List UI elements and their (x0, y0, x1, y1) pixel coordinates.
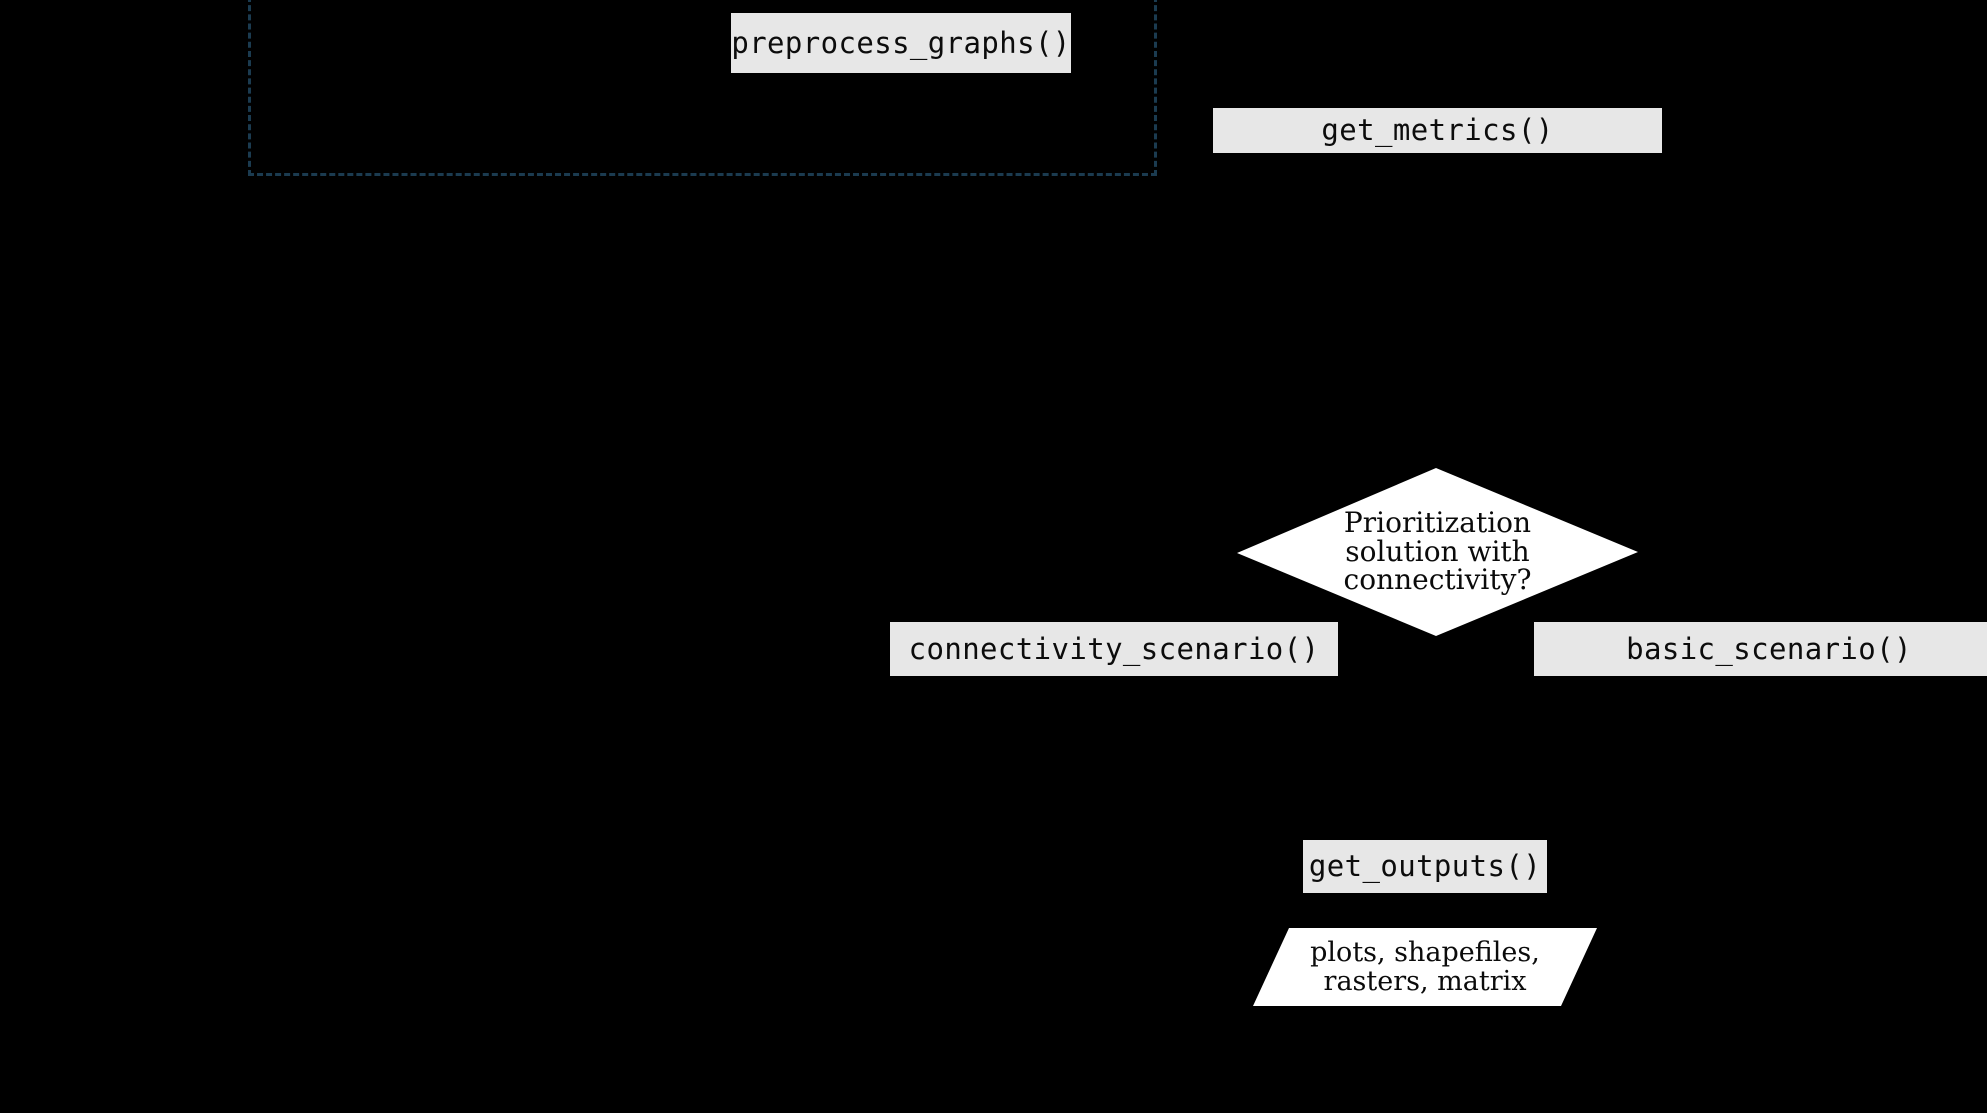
parallelogram-shape (1253, 928, 1597, 1006)
diamond-shape (1237, 468, 1638, 636)
node-connectivity-scenario[interactable]: connectivity_scenario() (890, 622, 1338, 676)
node-get-outputs[interactable]: get_outputs() (1303, 840, 1547, 893)
node-basic-scenario-label: basic_scenario() (1626, 631, 1912, 666)
node-decision-prioritization[interactable]: Prioritization solution with connectivit… (1237, 468, 1638, 636)
node-connectivity-scenario-label: connectivity_scenario() (908, 631, 1320, 666)
node-preprocess-graphs[interactable]: preprocess_graphs() (731, 13, 1071, 73)
node-get-metrics-label: get_metrics() (1321, 113, 1554, 147)
node-get-metrics[interactable]: get_metrics() (1213, 108, 1662, 153)
node-preprocess-graphs-label: preprocess_graphs() (731, 25, 1071, 60)
node-outputs-data[interactable]: plots, shapefiles, rasters, matrix (1253, 928, 1597, 1006)
preprocessing-group-box (248, 0, 1157, 176)
node-get-outputs-label: get_outputs() (1308, 849, 1542, 883)
node-basic-scenario[interactable]: basic_scenario() (1534, 622, 1987, 676)
